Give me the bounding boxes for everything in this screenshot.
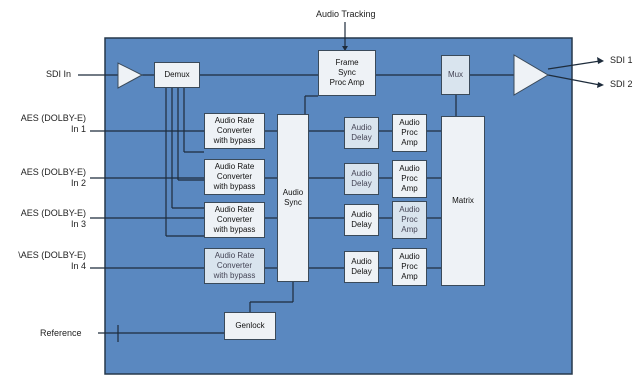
- audio-proc-amp-1: Audio Proc Amp: [392, 114, 427, 152]
- sdi-in-label: SDI In: [46, 69, 72, 79]
- audio-rate-converter-2: Audio Rate Converter with bypass: [204, 159, 265, 195]
- audio-proc-amp-3: Audio Proc Amp: [392, 201, 427, 239]
- audio-sync-block: Audio Sync: [277, 114, 309, 282]
- audio-delay-1: Audio Delay: [344, 117, 379, 149]
- input-buffer-triangle: [117, 62, 144, 89]
- aes-in-1-label: AES (DOLBY-E) In 1: [20, 113, 86, 134]
- audio-delay-3: Audio Delay: [344, 204, 379, 236]
- arrowhead: [597, 82, 604, 88]
- matrix-block: Matrix: [441, 116, 485, 286]
- reference-label: Reference: [40, 328, 82, 338]
- demux-block: Demux: [154, 62, 200, 88]
- mux-block: Mux: [441, 55, 470, 95]
- audio-proc-amp-2: Audio Proc Amp: [392, 160, 427, 198]
- arrowheads: [342, 46, 604, 88]
- signal-lines: [78, 22, 601, 342]
- audio-rate-converter-3: Audio Rate Converter with bypass: [204, 202, 265, 238]
- audio-rate-converter-1: Audio Rate Converter with bypass: [204, 113, 265, 149]
- aes-in-3-label: AES (DOLBY-E) In 3: [20, 208, 86, 229]
- arrowhead: [342, 46, 348, 51]
- genlock-block: Genlock: [224, 312, 276, 340]
- output-driver-triangle: [513, 54, 549, 96]
- audio-delay-4: Audio Delay: [344, 251, 379, 283]
- aes-in-4-label: \AES (DOLBY-E) In 4: [18, 250, 86, 271]
- audio-rate-converter-4: Audio Rate Converter with bypass: [204, 248, 265, 284]
- sdi-out-1-label: SDI 1: [610, 55, 633, 65]
- audio-delay-2: Audio Delay: [344, 163, 379, 195]
- audio-tracking-label: Audio Tracking: [316, 9, 376, 19]
- audio-proc-amp-4: Audio Proc Amp: [392, 248, 427, 286]
- aes-in-2-label: AES (DOLBY-E) In 2: [20, 167, 86, 188]
- sdi-out-2-label: SDI 2: [610, 79, 633, 89]
- frame-sync-proc-amp-block: Frame Sync Proc Amp: [318, 50, 376, 96]
- arrowhead: [597, 57, 604, 64]
